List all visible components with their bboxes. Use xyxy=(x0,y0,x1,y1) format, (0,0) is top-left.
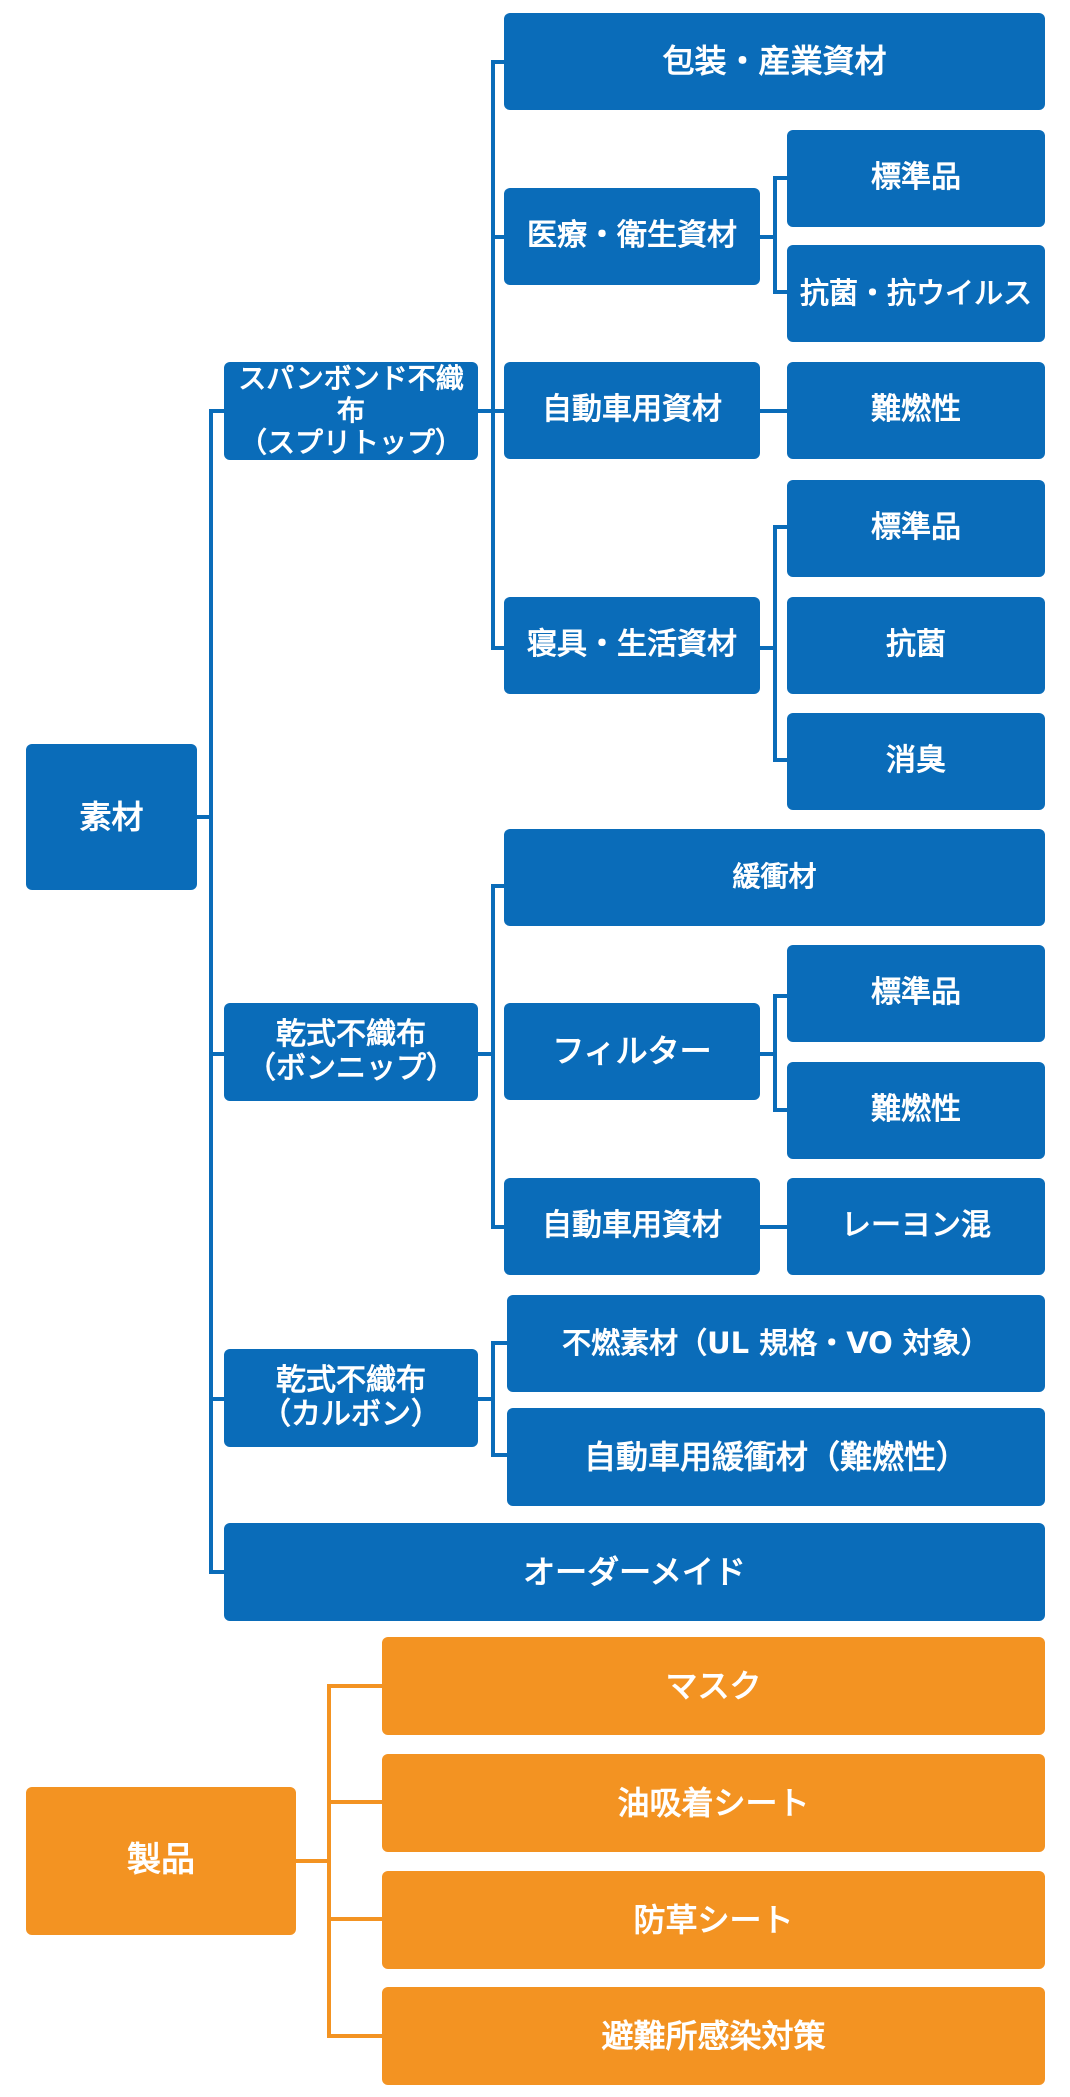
spunbond-brand: （スプリトップ） xyxy=(238,426,463,460)
noncombustible-node: 不燃素材（UL 規格・VO 対象） xyxy=(507,1295,1045,1392)
connector xyxy=(327,2034,382,2038)
connector xyxy=(209,1052,224,1056)
material-root: 素材 xyxy=(26,744,197,890)
connector xyxy=(773,525,777,762)
filter-node: フィルター xyxy=(504,1003,760,1100)
connector xyxy=(491,1341,495,1457)
spunbond-name: スパンボンド不織布 xyxy=(238,361,464,427)
connector xyxy=(773,176,787,180)
connector xyxy=(773,994,777,1112)
connector xyxy=(209,1570,224,1574)
connector xyxy=(327,1684,382,1688)
connector xyxy=(296,1859,329,1863)
connector xyxy=(773,525,787,529)
carbon-brand: （カルボン） xyxy=(261,1397,441,1432)
connector xyxy=(491,1453,507,1457)
connector xyxy=(491,60,495,650)
bonnip-brand: （ボンニップ） xyxy=(246,1051,456,1086)
connector xyxy=(209,1397,224,1401)
spunbond-flame-retardant-node: 難燃性 xyxy=(787,362,1045,459)
connector xyxy=(491,884,495,1229)
medical-antiviral-node: 抗菌・抗ウイルス xyxy=(787,245,1045,342)
connector xyxy=(760,235,775,239)
bedding-deodorant-node: 消臭 xyxy=(787,713,1045,810)
connector xyxy=(197,815,211,819)
medical-node: 医療・衛生資材 xyxy=(504,188,760,285)
connector xyxy=(491,1341,507,1345)
connector xyxy=(773,1108,787,1112)
connector xyxy=(478,409,493,413)
connector xyxy=(760,1225,787,1229)
spunbond-node: スパンボンド不織布 （スプリトップ） xyxy=(224,362,478,460)
connector xyxy=(773,994,787,998)
connector xyxy=(491,60,504,64)
rayon-blend-node: レーヨン混 xyxy=(787,1178,1045,1275)
connector xyxy=(773,176,777,294)
bonnip-node: 乾式不織布 （ボンニップ） xyxy=(224,1003,478,1101)
product-item: 油吸着シート xyxy=(382,1754,1045,1852)
bedding-standard-node: 標準品 xyxy=(787,480,1045,577)
product-root: 製品 xyxy=(26,1787,296,1935)
product-item: マスク xyxy=(382,1637,1045,1735)
spunbond-automotive-node: 自動車用資材 xyxy=(504,362,760,459)
bonnip-automotive-node: 自動車用資材 xyxy=(504,1178,760,1275)
connector xyxy=(760,646,775,650)
carbon-node: 乾式不織布 （カルボン） xyxy=(224,1349,478,1447)
medical-standard-node: 標準品 xyxy=(787,130,1045,227)
connector xyxy=(491,235,504,239)
product-item: 防草シート xyxy=(382,1871,1045,1969)
auto-cushion-node: 自動車用緩衝材（難燃性） xyxy=(507,1408,1045,1506)
bonnip-name: 乾式不織布 xyxy=(276,1016,426,1052)
connector xyxy=(491,646,504,650)
connector xyxy=(773,758,787,762)
connector xyxy=(327,1684,331,2038)
bedding-antibacterial-node: 抗菌 xyxy=(787,597,1045,694)
filter-flame-retardant-node: 難燃性 xyxy=(787,1062,1045,1159)
connector xyxy=(478,1397,493,1401)
custom-order-node: オーダーメイド xyxy=(224,1523,1045,1621)
connector xyxy=(327,1917,382,1921)
cushioning-node: 緩衝材 xyxy=(504,829,1045,926)
connector xyxy=(491,409,504,413)
product-item: 避難所感染対策 xyxy=(382,1987,1045,2085)
connector xyxy=(773,290,787,294)
connector xyxy=(491,884,504,888)
connector xyxy=(760,409,787,413)
filter-standard-node: 標準品 xyxy=(787,945,1045,1042)
connector xyxy=(209,409,213,1574)
connector xyxy=(327,1800,382,1804)
carbon-name: 乾式不織布 xyxy=(276,1362,426,1398)
connector xyxy=(478,1052,493,1056)
packaging-node: 包装・産業資材 xyxy=(504,13,1045,110)
connector xyxy=(491,1225,504,1229)
connector xyxy=(209,409,224,413)
connector xyxy=(760,1052,775,1056)
bedding-node: 寝具・生活資材 xyxy=(504,597,760,694)
